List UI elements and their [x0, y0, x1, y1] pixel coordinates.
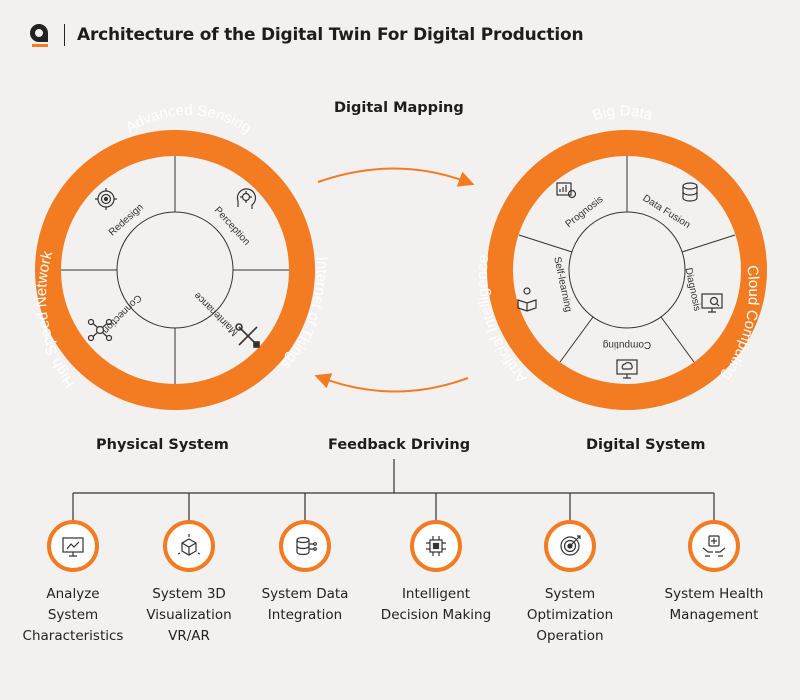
- cube-3d-icon: [177, 534, 201, 556]
- bottom-item-line: Visualization: [146, 607, 232, 623]
- wrench-screwdriver-icon: [235, 323, 260, 348]
- bottom-item-line: System Health: [664, 586, 764, 602]
- person-book-icon: [517, 287, 537, 312]
- digital-system-label: Digital System: [586, 437, 706, 453]
- bottom-item-health-management: System Health Management: [649, 520, 779, 626]
- bottom-item-label: System 3D Visualization VR/AR: [124, 584, 254, 647]
- bottom-item-line: Operation: [536, 628, 604, 644]
- bottom-item-data-integration: System Data Integration: [240, 520, 370, 626]
- header: Architecture of the Digital Twin For Dig…: [28, 20, 584, 50]
- header-divider: [64, 24, 65, 46]
- bottom-item-optimization: System Optimization Operation: [505, 520, 635, 647]
- bottom-item-circle: [163, 520, 215, 572]
- bottom-item-line: Characteristics: [22, 628, 124, 644]
- feedback-driving-arrow: [314, 373, 469, 393]
- feedback-driving-label: Feedback Driving: [328, 437, 471, 453]
- target-gear-icon: [95, 188, 117, 210]
- bottom-item-analyze: Analyze System Characteristics: [8, 520, 138, 647]
- digital-system-ring: Big Data Cloud Computing Artificial Inte…: [474, 102, 767, 410]
- digital-mapping-arrow: [317, 167, 475, 187]
- chart-gear-icon: [556, 182, 577, 199]
- brand-logo-icon: [30, 24, 48, 47]
- bottom-item-circle: [279, 520, 331, 572]
- digital-mapping-label: Digital Mapping: [334, 100, 464, 116]
- brain-gear-icon: [236, 188, 257, 209]
- dashboard-screen-icon: [62, 537, 84, 557]
- target-arrow-icon: [560, 535, 581, 556]
- bottom-item-line: VR/AR: [168, 628, 210, 644]
- right-segment-label-3: Computing: [603, 339, 651, 350]
- bottom-item-label: Intelligent Decision Making: [371, 584, 501, 626]
- right-ring-inner: [513, 156, 741, 384]
- bottom-item-circle: [544, 520, 596, 572]
- bottom-item-line: Analyze: [46, 586, 100, 602]
- bottom-item-circle: [688, 520, 740, 572]
- bottom-item-circle: [410, 520, 462, 572]
- bottom-item-circle: [47, 520, 99, 572]
- monitor-search-icon: [701, 293, 723, 313]
- bottom-item-line: System 3D: [152, 586, 226, 602]
- bottom-item-line: Decision Making: [380, 607, 492, 623]
- bottom-item-line: System: [544, 586, 596, 602]
- database-gear-icon: [682, 182, 698, 202]
- bottom-item-decision-making: Intelligent Decision Making: [371, 520, 501, 626]
- physical-system-label: Physical System: [96, 437, 229, 453]
- health-hands-icon: [702, 535, 726, 557]
- ai-chip-icon: [426, 536, 446, 556]
- data-circuit-icon: [296, 536, 317, 556]
- physical-system-ring: Advanced Sensing Internet of Things High…: [33, 102, 330, 410]
- bottom-item-3d-visualization: System 3D Visualization VR/AR: [124, 520, 254, 647]
- bottom-item-line: Intelligent: [401, 586, 471, 602]
- bottom-item-line: System Data: [261, 586, 349, 602]
- bottom-item-line: Optimization: [526, 607, 614, 623]
- bottom-item-line: System: [47, 607, 99, 623]
- bottom-item-line: Integration: [267, 607, 343, 623]
- bottom-item-line: Management: [669, 607, 759, 623]
- bottom-item-label: System Health Management: [649, 584, 779, 626]
- bottom-item-label: System Optimization Operation: [505, 584, 635, 647]
- bottom-item-label: Analyze System Characteristics: [8, 584, 138, 647]
- left-ring-inner: [61, 156, 289, 384]
- bottom-item-label: System Data Integration: [240, 584, 370, 626]
- cloud-monitor-icon: [616, 359, 638, 379]
- network-nodes-icon: [87, 318, 113, 342]
- right-outer-label-0: Big Data: [590, 102, 655, 124]
- feedback-tree-connector: [72, 459, 715, 520]
- page-title: Architecture of the Digital Twin For Dig…: [77, 25, 584, 45]
